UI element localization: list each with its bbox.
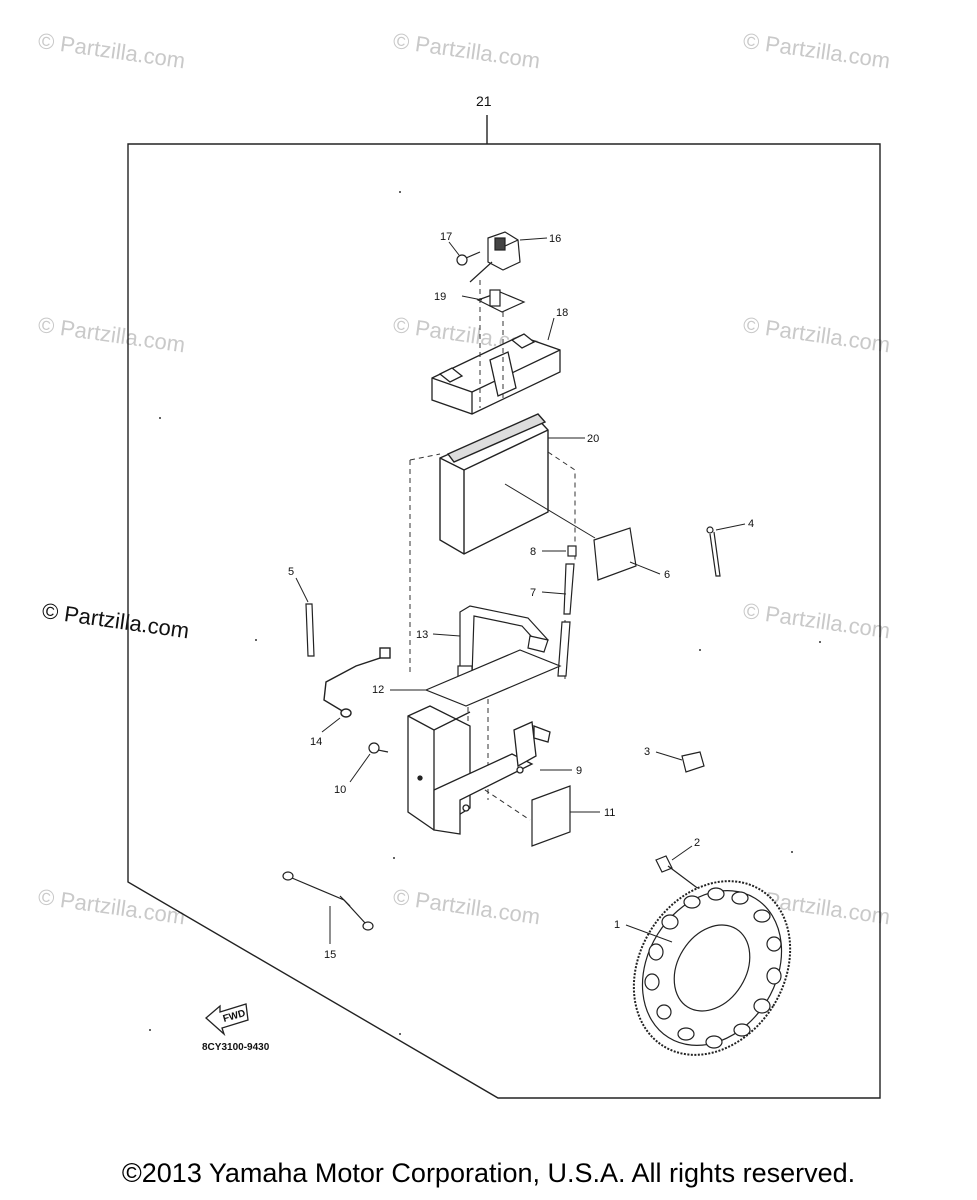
callout-6: 6	[664, 569, 670, 581]
callout-11: 11	[604, 807, 615, 819]
screw-part	[456, 251, 481, 266]
pin-part	[305, 603, 315, 657]
callout-17: 17	[440, 231, 452, 243]
callout-1: 1	[614, 919, 620, 931]
callout-8: 8	[530, 546, 536, 558]
vent-tube-part	[557, 563, 575, 677]
disc-bolt-part	[655, 855, 701, 891]
forward-arrow-icon: FWD	[205, 1003, 249, 1037]
scan-specks	[149, 191, 821, 1035]
battery-cover-part	[431, 333, 561, 415]
diagram-code: 8CY3100-9430	[202, 1042, 270, 1053]
wire-part	[282, 871, 374, 931]
callout-20: 20	[587, 433, 599, 445]
callout-2: 2	[694, 837, 700, 849]
callout-18: 18	[556, 307, 568, 319]
plate-part	[531, 785, 571, 847]
bracket-part	[476, 289, 526, 313]
callout-12: 12	[372, 684, 384, 696]
callout-13: 13	[416, 629, 428, 641]
callout-15: 15	[324, 949, 336, 961]
battery-box-part	[407, 705, 551, 835]
callout-4: 4	[748, 518, 754, 530]
rotor-disc-part	[632, 880, 792, 1056]
switch-part	[469, 231, 521, 283]
callout-14: 14	[310, 736, 322, 748]
pad-part	[593, 527, 637, 581]
clamp-part	[681, 751, 705, 773]
callout-5: 5	[288, 566, 294, 578]
rod-part	[706, 526, 721, 577]
battery-part	[439, 413, 596, 555]
bolt-part	[368, 742, 389, 754]
copyright-notice: ©2013 Yamaha Motor Corporation, U.S.A. A…	[121, 1158, 856, 1188]
callout-16: 16	[549, 233, 561, 245]
callout-3: 3	[644, 746, 650, 758]
clip-part	[567, 545, 577, 557]
callout-19: 19	[434, 291, 446, 303]
assembly-frame	[127, 115, 881, 1099]
lead-wire-part	[323, 647, 391, 718]
frame-label: 21	[476, 93, 492, 109]
callout-9: 9	[576, 765, 582, 777]
callout-10: 10	[334, 784, 346, 796]
sheet-part	[424, 649, 562, 707]
callout-7: 7	[530, 587, 536, 599]
